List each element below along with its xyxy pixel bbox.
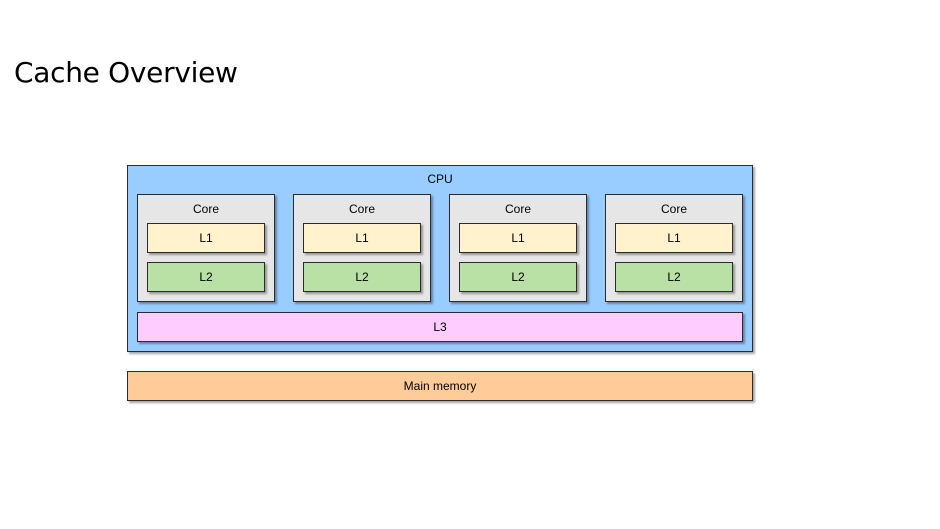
l1-cache: L1 — [459, 223, 577, 253]
l2-cache: L2 — [147, 262, 265, 292]
main-memory-box: Main memory — [127, 371, 753, 401]
core-label: Core — [660, 202, 687, 216]
core-box: Core L1 L2 — [137, 194, 275, 302]
core-label: Core — [192, 202, 219, 216]
core-label: Core — [504, 202, 531, 216]
core-box: Core L1 L2 — [449, 194, 587, 302]
l2-cache: L2 — [303, 262, 421, 292]
l2-cache: L2 — [459, 262, 577, 292]
l1-cache: L1 — [615, 223, 733, 253]
l2-cache: L2 — [615, 262, 733, 292]
l1-cache: L1 — [303, 223, 421, 253]
core-label: Core — [348, 202, 375, 216]
core-box: Core L1 L2 — [605, 194, 743, 302]
cpu-box: CPU Core L1 L2 Core L1 L2 Core L1 L2 Cor… — [127, 165, 753, 352]
cpu-label: CPU — [427, 172, 453, 186]
l1-cache: L1 — [147, 223, 265, 253]
l3-cache: L3 — [137, 312, 743, 342]
page-title: Cache Overview — [14, 56, 238, 89]
core-box: Core L1 L2 — [293, 194, 431, 302]
